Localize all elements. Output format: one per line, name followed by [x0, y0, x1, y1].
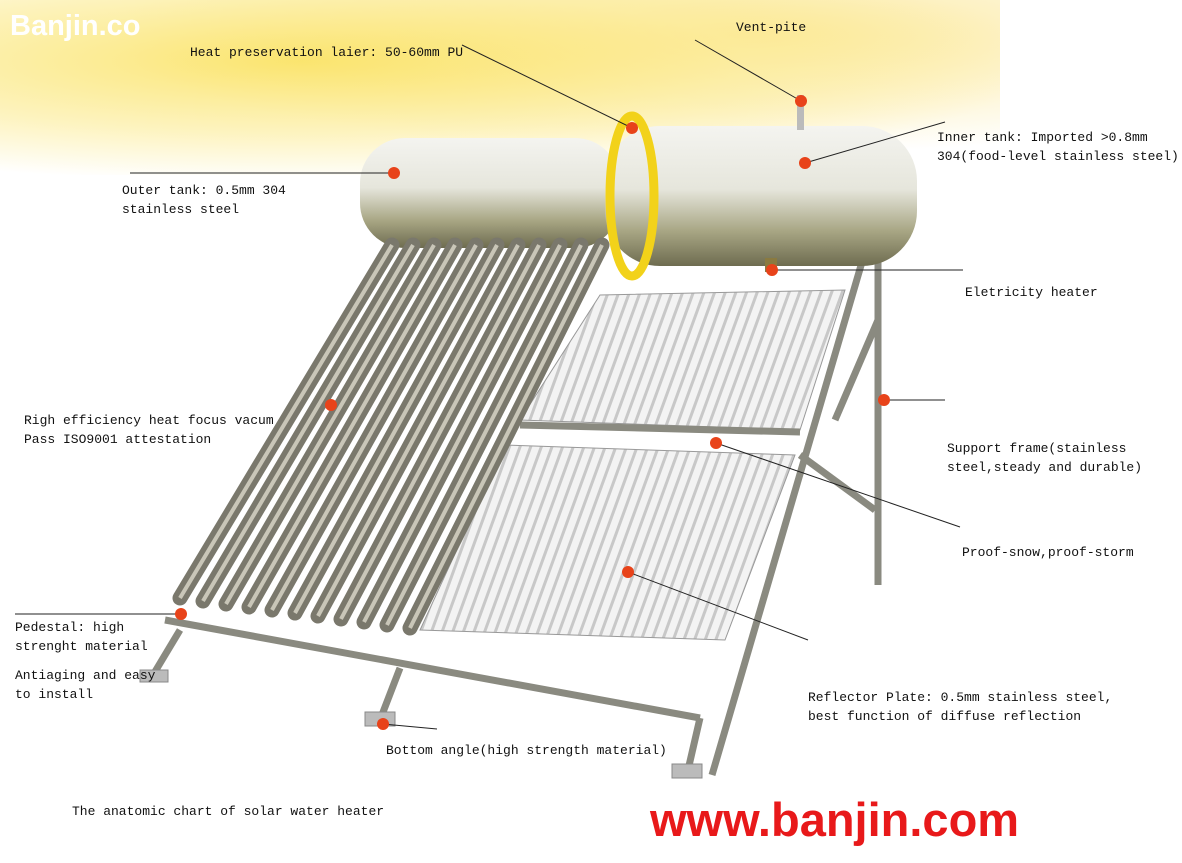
watermark-url: www.banjin.com: [650, 793, 1020, 846]
label-vent-pipe: Vent-pite: [736, 20, 807, 35]
marker-dot: [377, 718, 389, 730]
label-support-frame: Support frame(stainless steel,steady and …: [947, 439, 1142, 477]
label-line: steel,steady and durable): [947, 460, 1143, 475]
marker-dot: [799, 157, 811, 169]
vacuum-tube-highlight: [316, 244, 520, 617]
label-line: Outer tank: 0.5mm 304: [122, 183, 286, 198]
vacuum-tube-highlight: [270, 244, 478, 611]
label-line: Antiaging and easy: [15, 668, 156, 683]
vacuum-tube-highlight: [385, 244, 583, 626]
marker-dot: [766, 264, 778, 276]
label-line: Support frame(stainless: [947, 441, 1127, 456]
label-line: Pass ISO9001 attestation: [24, 432, 212, 447]
marker-dot: [325, 399, 337, 411]
label-line: best function of diffuse reflection: [808, 709, 1082, 724]
vacuum-tube-highlight: [224, 243, 436, 606]
marker-dot: [175, 608, 187, 620]
label-bottom-angle: Bottom angle(high strength material): [386, 743, 667, 758]
label-proof-snow: Proof-snow,proof-storm: [962, 545, 1134, 560]
vacuum-tube-highlight: [247, 244, 457, 608]
outer-tank: [360, 138, 620, 248]
label-inner-tank: Inner tank: Imported >0.8mm 304(food-leve…: [937, 128, 1179, 166]
label-outer-tank: Outer tank: 0.5mm 304 stainless steel: [122, 181, 286, 219]
label-electricity-heater: Eletricity heater: [965, 285, 1098, 300]
label-pedestal: Pedestal: high strenght material: [15, 618, 148, 656]
vacuum-tubes: [172, 237, 610, 636]
vacuum-tube-highlight: [408, 244, 604, 629]
vacuum-tube-highlight: [178, 243, 394, 600]
heat-preservation-ring: [605, 111, 659, 281]
marker-dot: [710, 437, 722, 449]
label-line: Inner tank: Imported >0.8mm: [937, 130, 1148, 145]
marker-dot: [878, 394, 890, 406]
vacuum-tube-highlight: [339, 244, 541, 620]
marker-dot: [388, 167, 400, 179]
marker-dot: [795, 95, 807, 107]
vacuum-tube-highlight: [201, 243, 415, 603]
watermark-bottom: www.banjin.com: [650, 792, 1019, 847]
marker-dot: [622, 566, 634, 578]
label-line: Pedestal: high: [15, 620, 125, 635]
watermark-top: Banjin.co: [10, 10, 141, 42]
marker-dot: [626, 122, 638, 134]
label-line: to install: [15, 687, 94, 702]
leader-lines: [15, 39, 963, 730]
diagram-caption: The anatomic chart of solar water heater: [72, 804, 385, 819]
label-heat-preservation: Heat preservation laier: 50-60mm PU: [190, 45, 464, 60]
label-line: Righ efficiency heat focus vacum: [24, 413, 274, 428]
label-line: strenght material: [15, 639, 148, 654]
markers: [175, 95, 890, 730]
label-line: stainless steel: [122, 202, 240, 217]
vacuum-tube-highlight: [293, 244, 499, 614]
label-antiaging: Antiaging and easy to install: [15, 666, 155, 704]
vacuum-tube-highlight: [362, 244, 562, 623]
label-line: 304(food-level stainless steel): [937, 149, 1179, 164]
label-reflector-plate: Reflector Plate: 0.5mm stainless steel, b…: [808, 688, 1112, 726]
label-line: Reflector Plate: 0.5mm stainless steel,: [808, 690, 1113, 705]
support-frame: [146, 261, 882, 776]
